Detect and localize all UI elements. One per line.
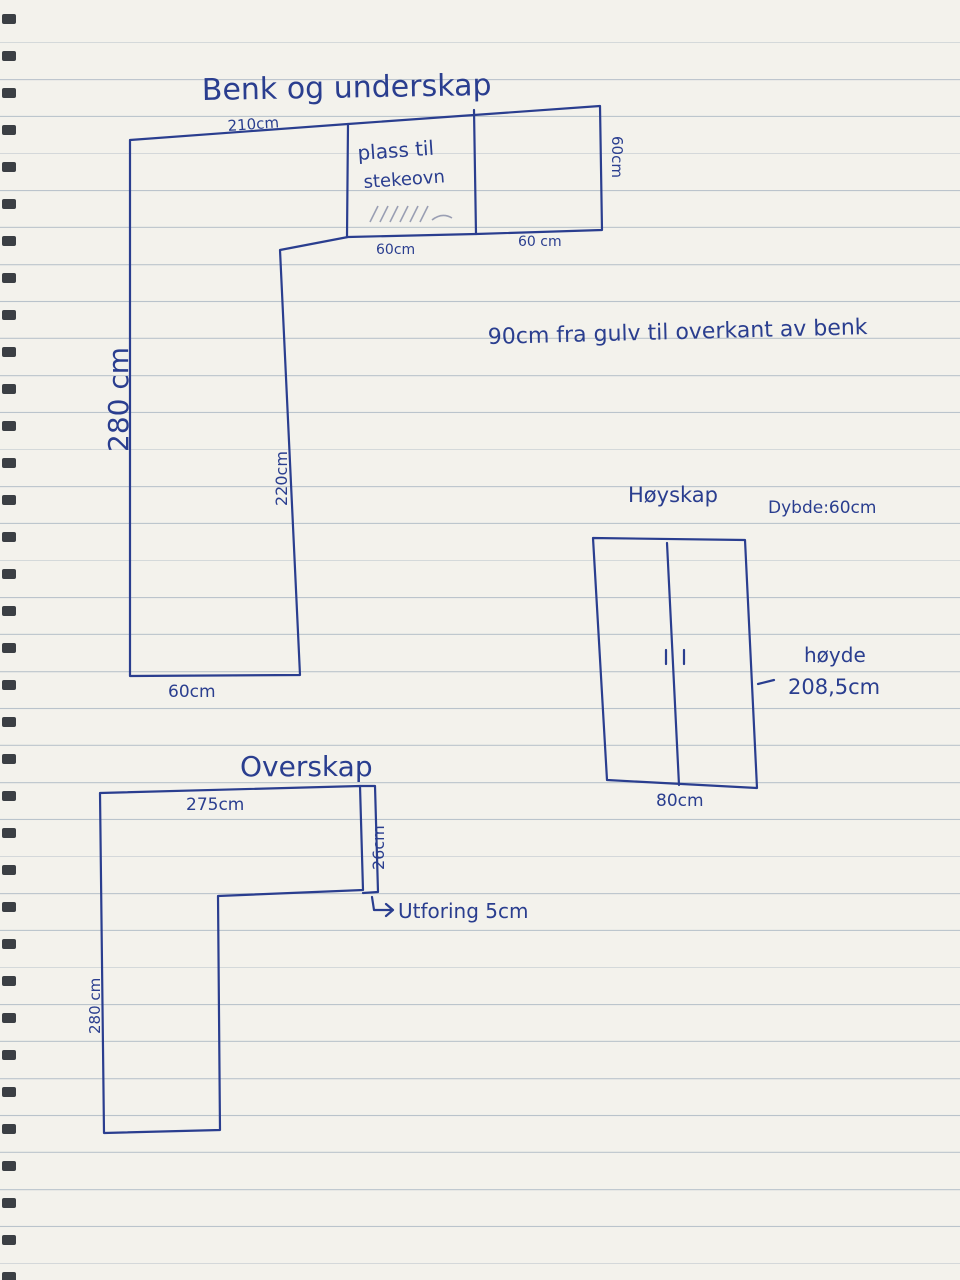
binding-hole [2,1272,16,1280]
binding-hole [2,421,16,431]
binding-hole [2,347,16,357]
label-oven-width: 60cm [376,242,415,258]
binding-hole [2,828,16,838]
binding-hole [2,717,16,727]
tall-cabinet-handles [664,648,686,666]
label-upper-left-length: 280 cm [86,978,104,1034]
height-note: 90cm fra gulv til overkant av benk [488,315,869,350]
binding-hole [2,1161,16,1171]
label-adjacent-width: 60 cm [518,234,562,250]
binding-hole [2,865,16,875]
binding-hole [2,273,16,283]
binding-hole [2,1198,16,1208]
binding-hole [2,236,16,246]
title-upper-cabinets: Overskap [240,750,373,783]
binding-hole [2,754,16,764]
filler-arrow [370,895,395,918]
pencil-hatching [369,205,453,223]
binding-hole [2,532,16,542]
label-tall-width: 80cm [656,791,704,811]
label-left-length: 280 cm [102,347,135,452]
binding-hole [2,384,16,394]
binding-hole [2,643,16,653]
label-oven-space-line2: stekeovn [363,166,446,193]
label-bottom-width: 60cm [168,682,216,702]
label-tall-depth: Dybde:60cm [768,498,876,518]
binding-hole [2,14,16,24]
label-top-width: 210cm [227,113,280,135]
label-upper-top-width: 275cm [186,795,244,815]
spiral-binding [2,14,16,1280]
binding-hole [2,1050,16,1060]
binding-hole [2,88,16,98]
label-inner-length: 220cm [272,451,291,506]
binding-hole [2,199,16,209]
binding-hole [2,976,16,986]
oven-space-box [345,108,478,239]
binding-hole [2,680,16,690]
title-tall-cabinet: Høyskap [628,483,718,507]
label-oven-space-line1: plass til [357,136,435,165]
title-base-cabinets: Benk og underskap [202,68,492,108]
binding-hole [2,1013,16,1023]
label-right-depth: 60cm [608,136,626,178]
binding-hole [2,939,16,949]
label-upper-depth: 26cm [369,825,388,870]
binding-hole [2,162,16,172]
binding-hole [2,1087,16,1097]
tall-cabinet-outline [591,536,759,790]
binding-hole [2,458,16,468]
binding-hole [2,1235,16,1245]
binding-hole [2,1124,16,1134]
tall-cabinet-door-divider [665,541,681,787]
binding-hole [2,606,16,616]
upper-cabinet-outline [98,784,365,1135]
binding-hole [2,310,16,320]
binding-hole [2,902,16,912]
label-tall-height-value: 208,5cm [788,675,880,699]
binding-hole [2,125,16,135]
binding-hole [2,51,16,61]
binding-hole [2,495,16,505]
upper-filler-outline [358,784,380,895]
label-filler: Utforing 5cm [398,899,528,923]
height-tick [756,678,776,686]
label-tall-height: høyde [804,643,866,667]
binding-hole [2,791,16,801]
binding-hole [2,569,16,579]
